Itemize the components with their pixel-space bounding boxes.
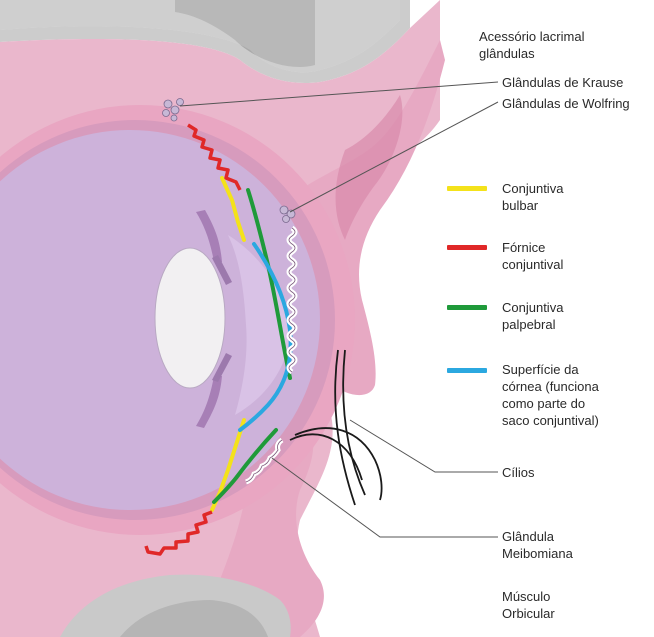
legend-line: conjuntival [502, 256, 563, 273]
label-line: Glândula [502, 528, 573, 545]
legend-line: como parte do [502, 395, 599, 412]
label-line: Orbicular [502, 605, 555, 622]
legend-line: Fórnice [502, 239, 563, 256]
leader-cilia [350, 420, 498, 472]
legend-line: bulbar [502, 197, 563, 214]
label-cilia: Cílios [502, 464, 535, 481]
label-line: Músculo [502, 588, 555, 605]
legend-line: palpebral [502, 316, 563, 333]
label-krause: Glândulas de Krause [502, 74, 623, 91]
lens [155, 248, 225, 388]
legend-label-bulbar: Conjuntiva bulbar [502, 180, 563, 214]
legend-line: córnea (funciona [502, 378, 599, 395]
label-meibomian: Glândula Meibomiana [502, 528, 573, 562]
label-wolfring: Glândulas de Wolfring [502, 95, 630, 112]
legend-swatch-palpebral [447, 305, 487, 310]
label-orbicular: Músculo Orbicular [502, 588, 555, 622]
legend-line: Conjuntiva [502, 299, 563, 316]
label-accessory-glands: Acessório lacrimal glândulas [479, 28, 584, 62]
legend-line: Superfície da [502, 361, 599, 378]
label-line: glândulas [479, 45, 584, 62]
legend-line: saco conjuntival) [502, 412, 599, 429]
label-line: Acessório lacrimal [479, 28, 584, 45]
legend-line: Conjuntiva [502, 180, 563, 197]
label-line: Meibomiana [502, 545, 573, 562]
legend-label-cornea: Superfície da córnea (funciona como part… [502, 361, 599, 429]
legend-label-palpebral: Conjuntiva palpebral [502, 299, 563, 333]
legend-label-fornix: Fórnice conjuntival [502, 239, 563, 273]
legend-swatch-fornix [447, 245, 487, 250]
legend-swatch-bulbar [447, 186, 487, 191]
legend-swatch-cornea [447, 368, 487, 373]
